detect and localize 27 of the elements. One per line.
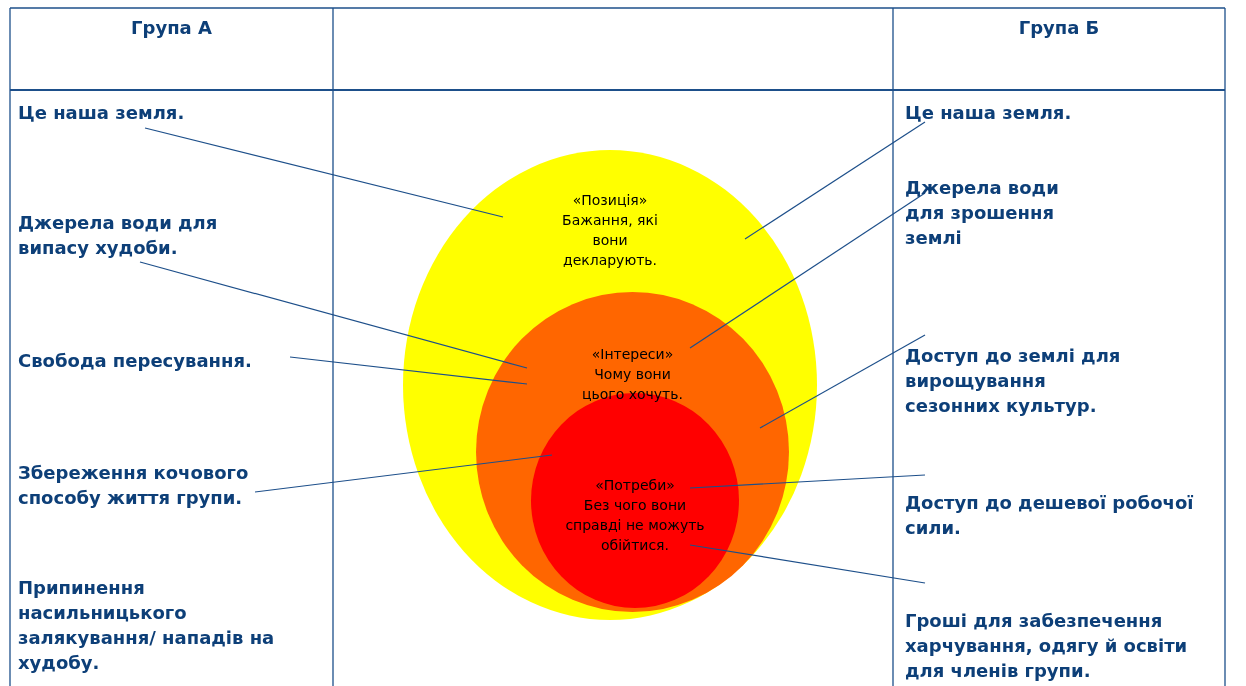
item-text: Це наша земля. [18, 100, 318, 125]
circle-title: «Потреби» [594, 476, 676, 495]
item-text: Гроші для забезпечення харчування, одягу й освіти для членів групи. [905, 608, 1225, 683]
leader-line [289, 356, 528, 385]
circle-text: Бажання, які вони декларують. [561, 211, 659, 270]
circle-text: Без чого вони справді не можуть обійтися. [564, 496, 706, 555]
item-text: Джерела води для випасу худоби. [18, 210, 258, 260]
item-text: Припинення насильницького залякування/ нападів на худобу. [18, 575, 288, 675]
leader-line [139, 261, 528, 369]
leader-line [254, 454, 553, 493]
item-text: Це наша земля. [905, 100, 1205, 125]
leader-line [689, 192, 926, 349]
leader-line [744, 121, 926, 240]
item-text: Джерела води для зрошення землі [905, 175, 1095, 250]
item-text: Збереження кочового способу життя групи. [18, 460, 318, 510]
leader-line [759, 334, 926, 429]
column-header: Група Б [1017, 17, 1101, 38]
item-text: Свобода пересування. [18, 348, 318, 373]
circle-title: «Позиція» [571, 191, 649, 210]
leader-line [689, 544, 926, 584]
circle-title: «Інтереси» [590, 345, 675, 364]
item-text: Доступ до дешевої робочої сили. [905, 490, 1225, 540]
item-text: Доступ до землі для вирощування сезонних культур. [905, 343, 1135, 418]
column-header: Група А [130, 17, 213, 38]
leader-line [689, 474, 926, 489]
circle-text: Чому вони цього хочуть. [581, 365, 684, 404]
leader-line [144, 127, 504, 218]
